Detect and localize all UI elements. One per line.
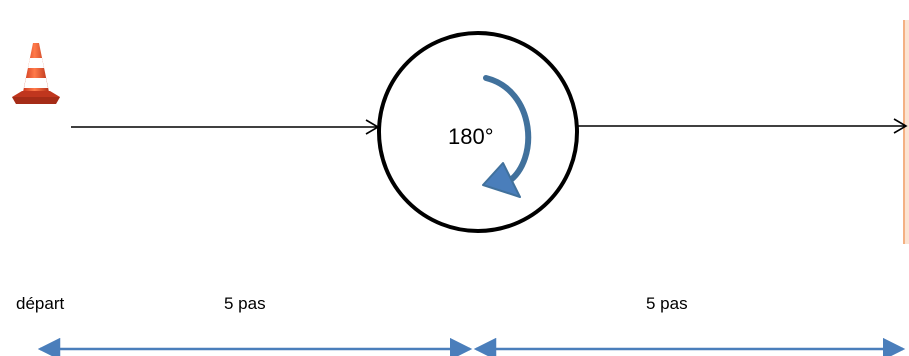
segment-2-distance-label: 5 pas — [646, 294, 688, 313]
segment-1-distance-label: 5 pas — [224, 294, 266, 313]
path-arrow-2 — [578, 118, 908, 134]
rotation-angle-label: 180° — [448, 124, 494, 149]
turnaround-circle — [377, 31, 579, 233]
path-arrow-1 — [71, 119, 380, 135]
rotation-arrow-icon — [482, 75, 532, 198]
traffic-cone-icon — [12, 43, 60, 104]
wall — [903, 20, 909, 244]
start-label: départ — [16, 294, 65, 313]
